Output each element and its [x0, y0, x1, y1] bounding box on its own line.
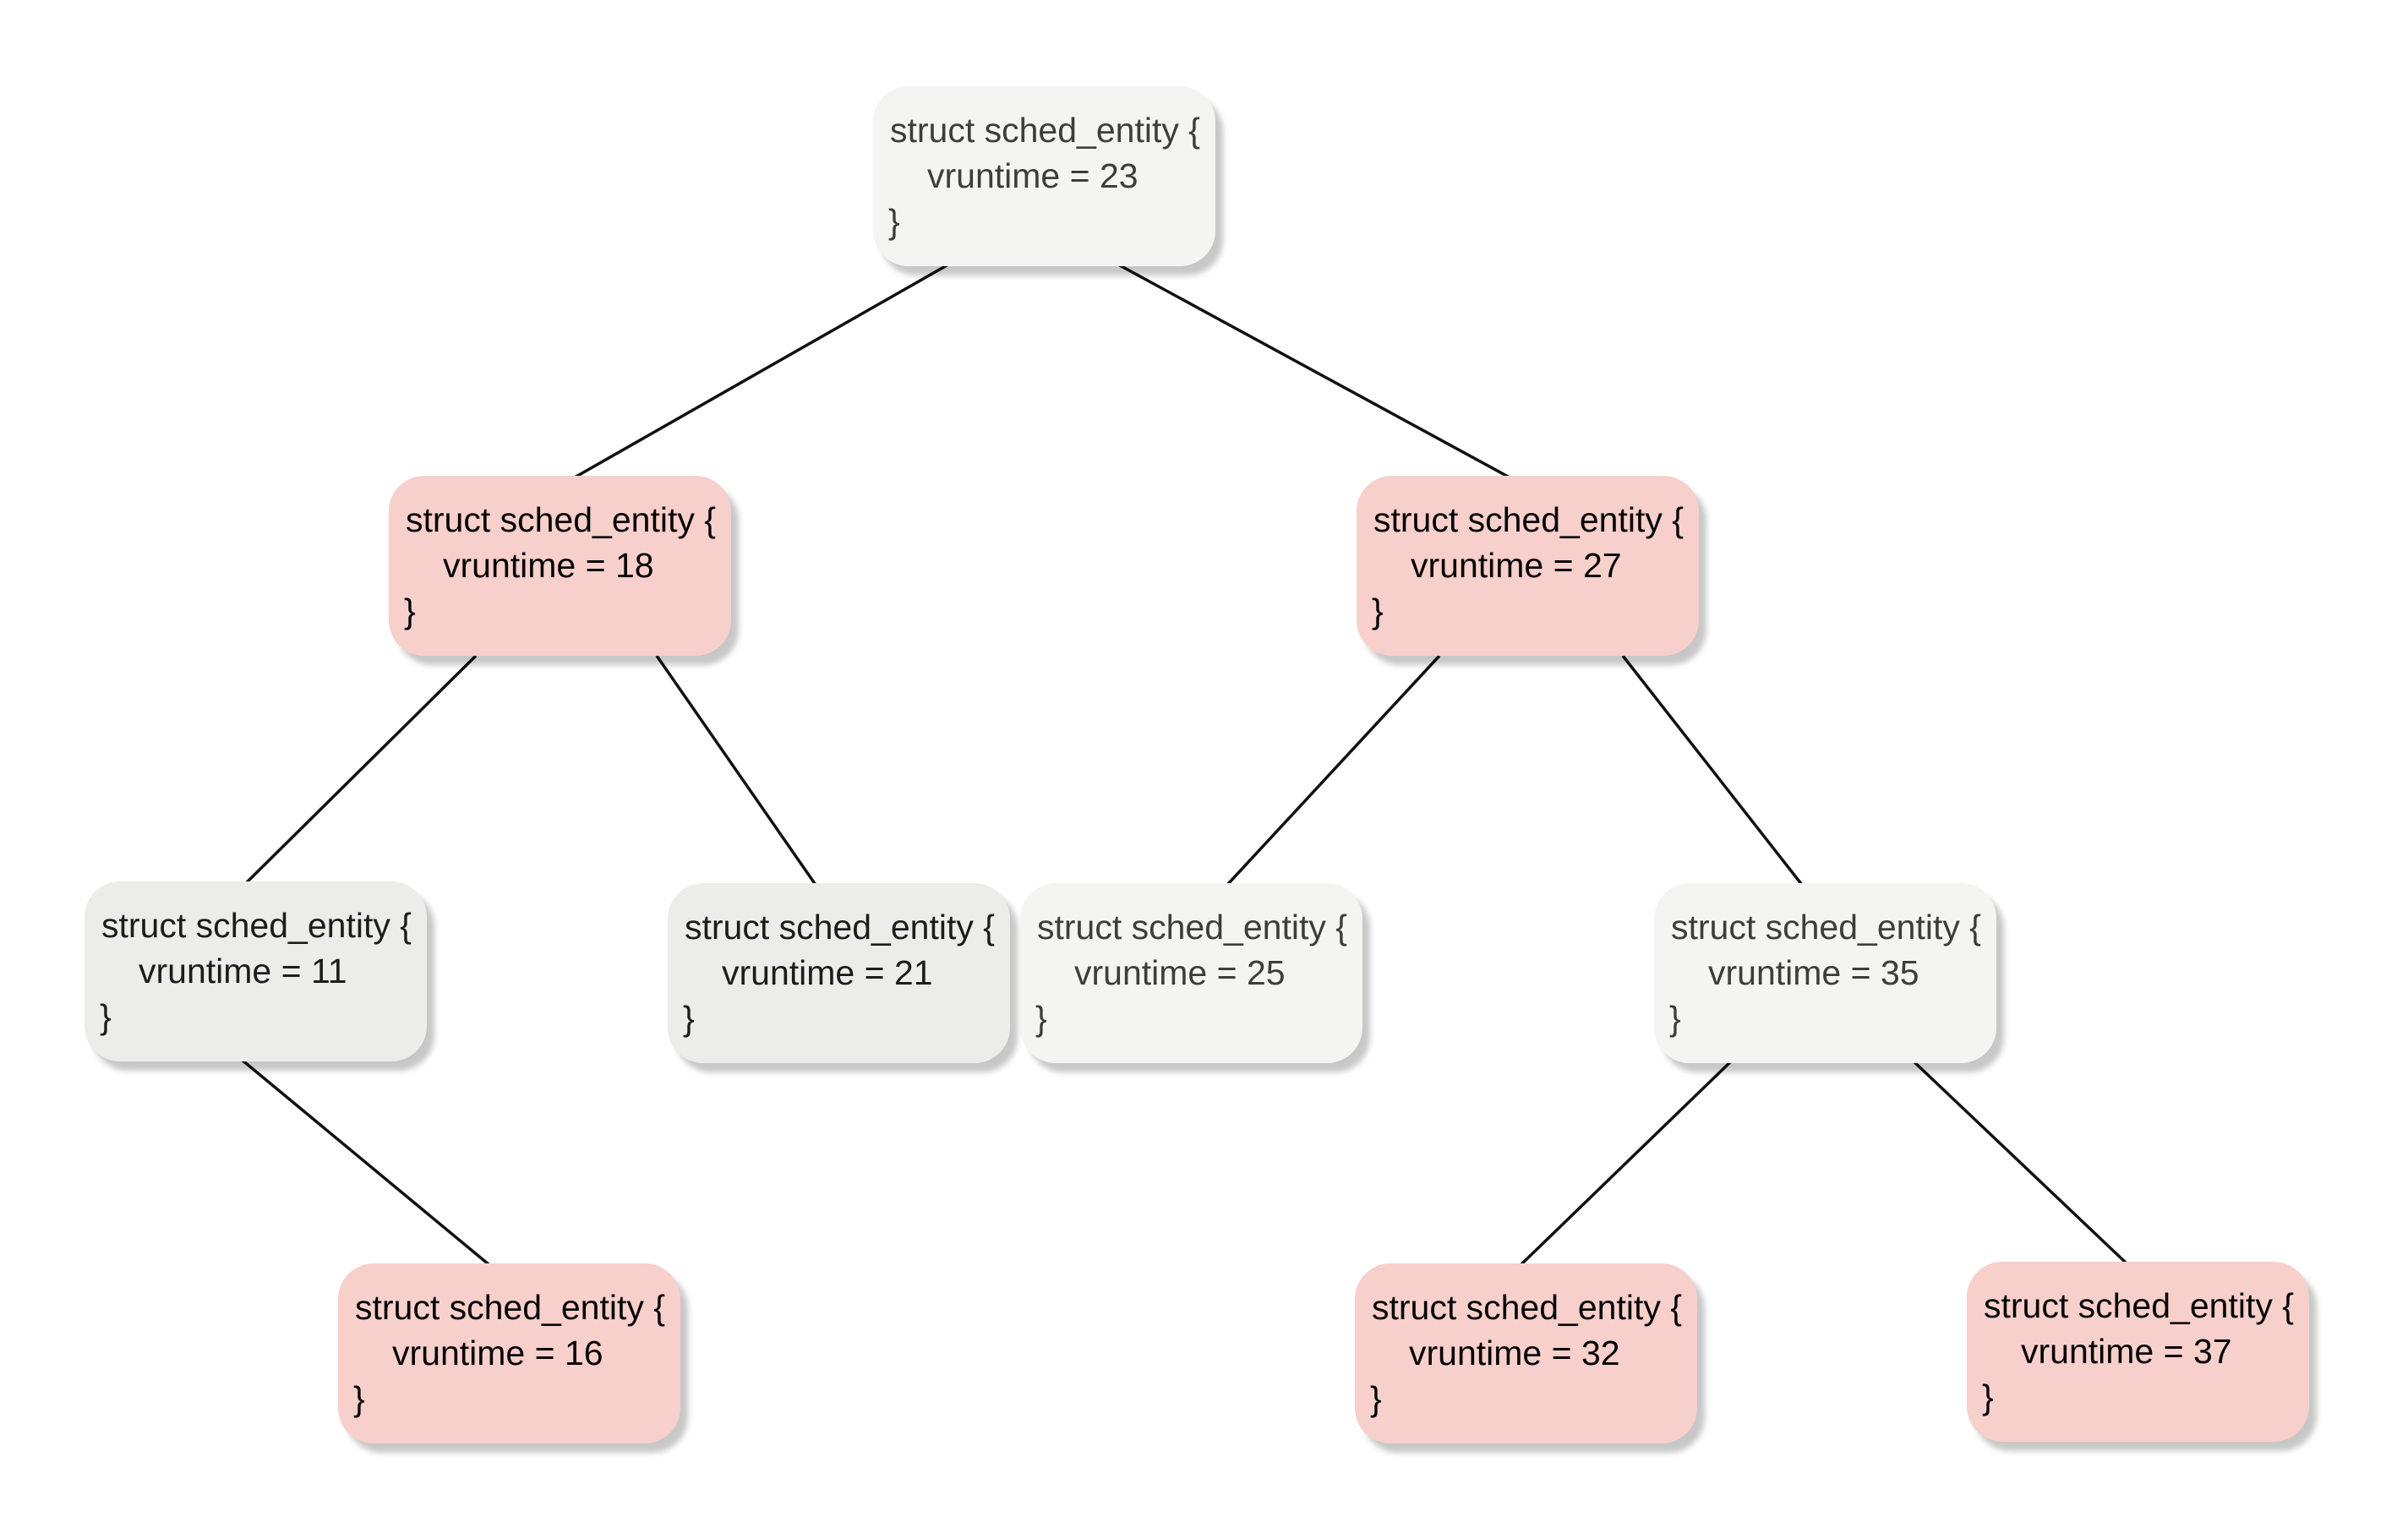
node-struct-close: }: [404, 592, 416, 630]
tree-node-vruntime-35: struct sched_entity { vruntime = 35 }: [1654, 883, 1996, 1063]
node-struct-open: struct sched_entity {: [685, 908, 995, 947]
tree-node-vruntime-25: struct sched_entity { vruntime = 25 }: [1020, 883, 1362, 1063]
node-struct-close: }: [888, 202, 900, 241]
node-vruntime-value: vruntime = 35: [1708, 953, 1919, 992]
node-struct-open: struct sched_entity {: [1037, 908, 1347, 947]
node-struct-open: struct sched_entity {: [1671, 908, 1981, 947]
edge-18-21: [655, 655, 817, 886]
node-struct-close: }: [1372, 592, 1384, 630]
node-struct-open: struct sched_entity {: [1372, 1288, 1682, 1327]
node-struct-open: struct sched_entity {: [355, 1288, 665, 1327]
edge-23-18: [572, 263, 949, 480]
edge-35-37: [1910, 1058, 2127, 1264]
node-struct-close: }: [1982, 1378, 1994, 1416]
edge-23-27: [1117, 263, 1512, 480]
node-struct-open: struct sched_entity {: [890, 111, 1200, 150]
node-vruntime-value: vruntime = 21: [722, 953, 933, 992]
node-vruntime-value: vruntime = 16: [392, 1334, 603, 1372]
node-vruntime-value: vruntime = 23: [927, 156, 1138, 195]
tree-node-vruntime-23: struct sched_entity { vruntime = 23 }: [873, 86, 1215, 266]
tree-node-vruntime-11: struct sched_entity { vruntime = 11 }: [85, 881, 427, 1061]
tree-node-vruntime-16: struct sched_entity { vruntime = 16 }: [338, 1263, 680, 1443]
node-vruntime-value: vruntime = 11: [139, 952, 347, 990]
node-vruntime-value: vruntime = 32: [1409, 1334, 1620, 1372]
edge-11-16: [240, 1058, 490, 1266]
node-struct-close: }: [683, 999, 695, 1038]
node-struct-close: }: [1669, 999, 1681, 1038]
edge-18-11: [243, 654, 478, 886]
node-struct-close: }: [1370, 1379, 1382, 1418]
node-vruntime-value: vruntime = 37: [2021, 1332, 2232, 1371]
node-struct-open: struct sched_entity {: [1984, 1286, 2294, 1325]
node-struct-close: }: [353, 1379, 365, 1418]
edge-27-25: [1226, 654, 1441, 887]
tree-node-vruntime-37: struct sched_entity { vruntime = 37 }: [1967, 1262, 2309, 1442]
tree-node-vruntime-32: struct sched_entity { vruntime = 32 }: [1355, 1263, 1697, 1443]
tree-node-vruntime-21: struct sched_entity { vruntime = 21 }: [668, 883, 1010, 1063]
node-struct-open: struct sched_entity {: [1373, 500, 1684, 539]
node-struct-open: struct sched_entity {: [406, 500, 716, 539]
node-struct-open: struct sched_entity {: [101, 906, 412, 945]
tree-node-vruntime-27: struct sched_entity { vruntime = 27 }: [1357, 476, 1699, 656]
node-vruntime-value: vruntime = 27: [1411, 546, 1622, 585]
edge-35-32: [1520, 1058, 1734, 1266]
tree-node-vruntime-18: struct sched_entity { vruntime = 18 }: [389, 476, 731, 656]
node-struct-close: }: [100, 997, 112, 1036]
node-vruntime-value: vruntime = 25: [1074, 953, 1286, 992]
edge-27-35: [1621, 654, 1804, 887]
node-vruntime-value: vruntime = 18: [443, 546, 654, 585]
node-struct-close: }: [1035, 999, 1047, 1038]
